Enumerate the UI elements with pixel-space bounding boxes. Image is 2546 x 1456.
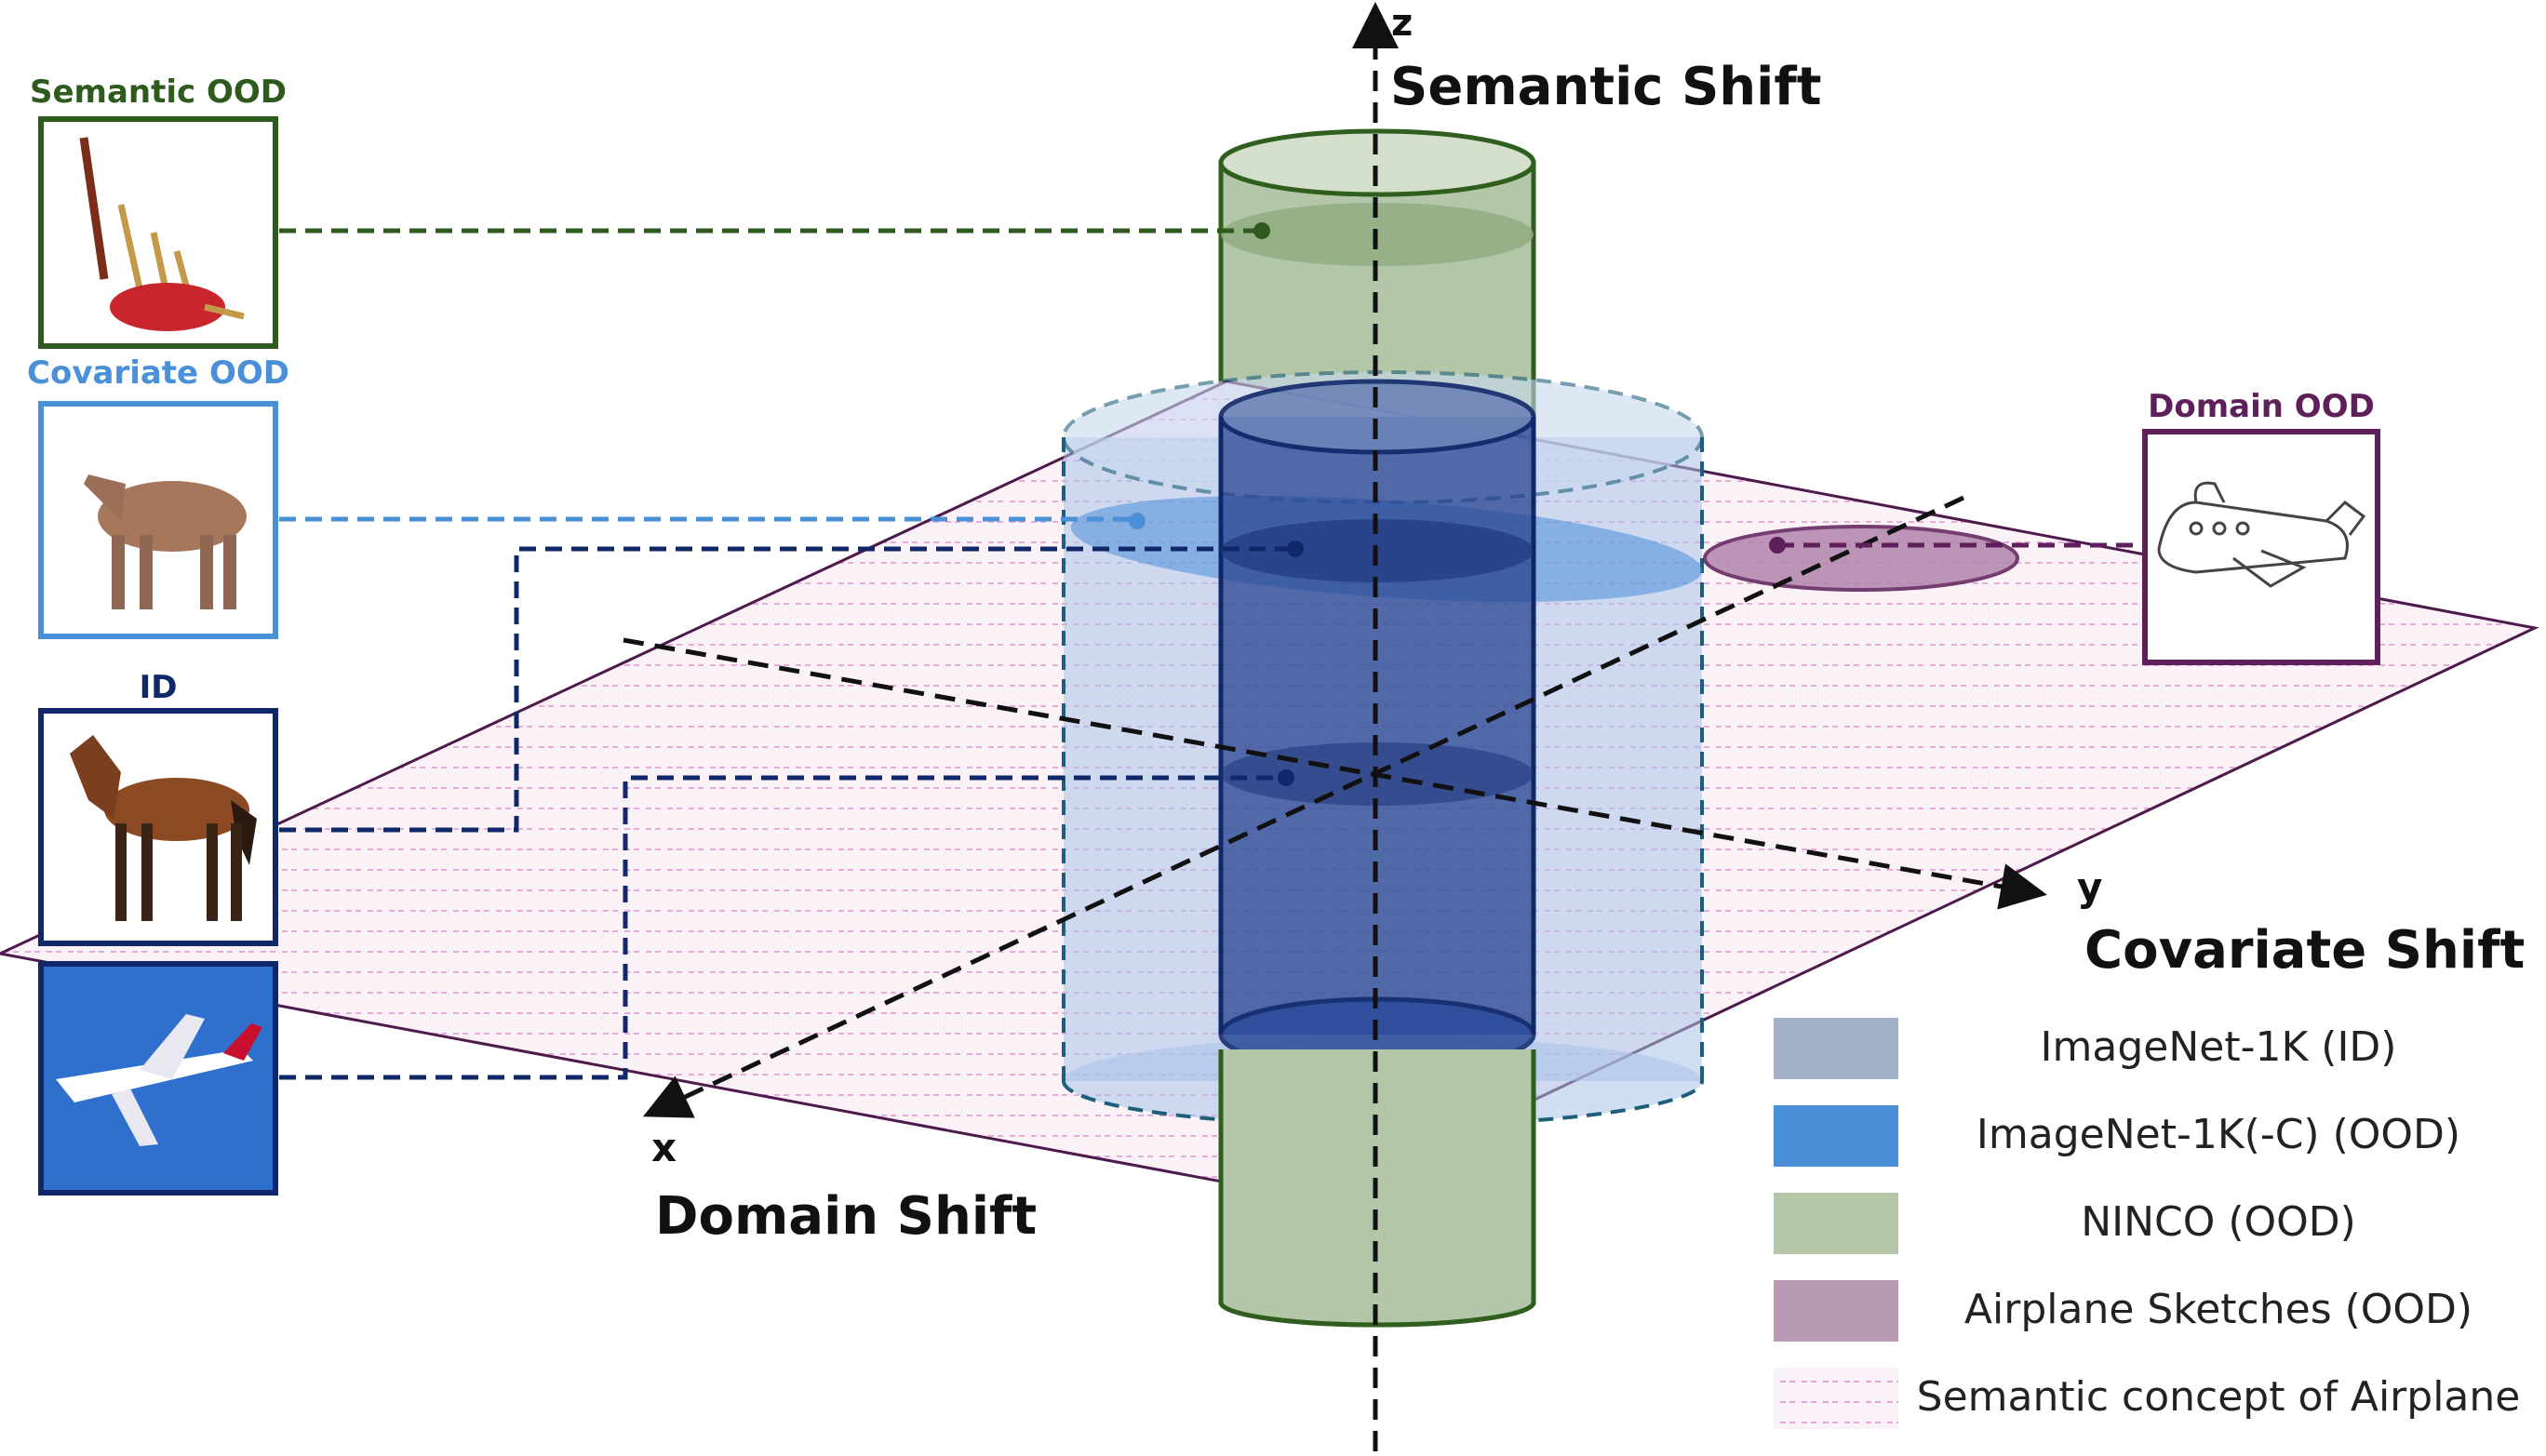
covariate-ood-sample: Covariate OOD: [27, 354, 289, 639]
semantic-point: [1253, 222, 1270, 239]
airplane-photo-image: [56, 1014, 262, 1146]
domain-ood-sample: Domain OOD: [2142, 388, 2380, 665]
legend-label: Semantic concept of Airplane: [1917, 1373, 2521, 1421]
domain-point: [1769, 537, 1786, 554]
bagpipes-image: [79, 137, 245, 331]
legend-swatch: [1774, 1018, 1898, 1079]
covariate-ood-label: Covariate OOD: [27, 354, 289, 392]
legend-label: ImageNet-1K (ID): [2041, 1023, 2397, 1071]
id-plane-sample: [38, 961, 278, 1196]
legend-label: Airplane Sketches (OOD): [1964, 1286, 2472, 1333]
legend-swatch: [1774, 1193, 1898, 1254]
legend-swatch: [1774, 1368, 1898, 1429]
ninco-cylinder-top: [1218, 128, 1536, 197]
y-axis-title: Covariate Shift: [2084, 920, 2525, 981]
domain-region: [1703, 525, 2019, 592]
x-axis: [642, 495, 1965, 1118]
legend-swatch: [1774, 1280, 1898, 1342]
semantic-ood-label: Semantic OOD: [30, 73, 287, 111]
legend-label: NINCO (OOD): [2081, 1198, 2356, 1246]
horse-image: [70, 735, 257, 921]
blurred-horse-image: [84, 474, 247, 609]
id-plane-point: [1278, 769, 1294, 786]
id-plane-connector: [279, 775, 1284, 1080]
x-axis-label: x: [651, 1125, 677, 1170]
legend: ImageNet-1K (ID) ImageNet-1K(-C) (OOD) NIN…: [1774, 1018, 2520, 1429]
y-axis-label: y: [2077, 864, 2102, 910]
legend-swatch: [1774, 1105, 1898, 1167]
y-axis: [623, 637, 2047, 910]
legend-label: ImageNet-1K(-C) (OOD): [1976, 1111, 2460, 1158]
z-axis-label: z: [1391, 2, 1413, 45]
domain-ood-label: Domain OOD: [2148, 388, 2375, 425]
id-horse-point: [1287, 541, 1304, 557]
x-axis-title: Domain Shift: [655, 1186, 1037, 1247]
id-label: ID: [140, 669, 178, 706]
id-horse-sample: ID: [38, 669, 278, 946]
semantic-ood-sample: Semantic OOD: [30, 73, 287, 349]
id-horse-connector: [279, 546, 1293, 833]
airplane-sketch-image: [2157, 481, 2366, 588]
covariate-point: [1129, 513, 1146, 529]
z-axis-title: Semantic Shift: [1390, 57, 1822, 117]
